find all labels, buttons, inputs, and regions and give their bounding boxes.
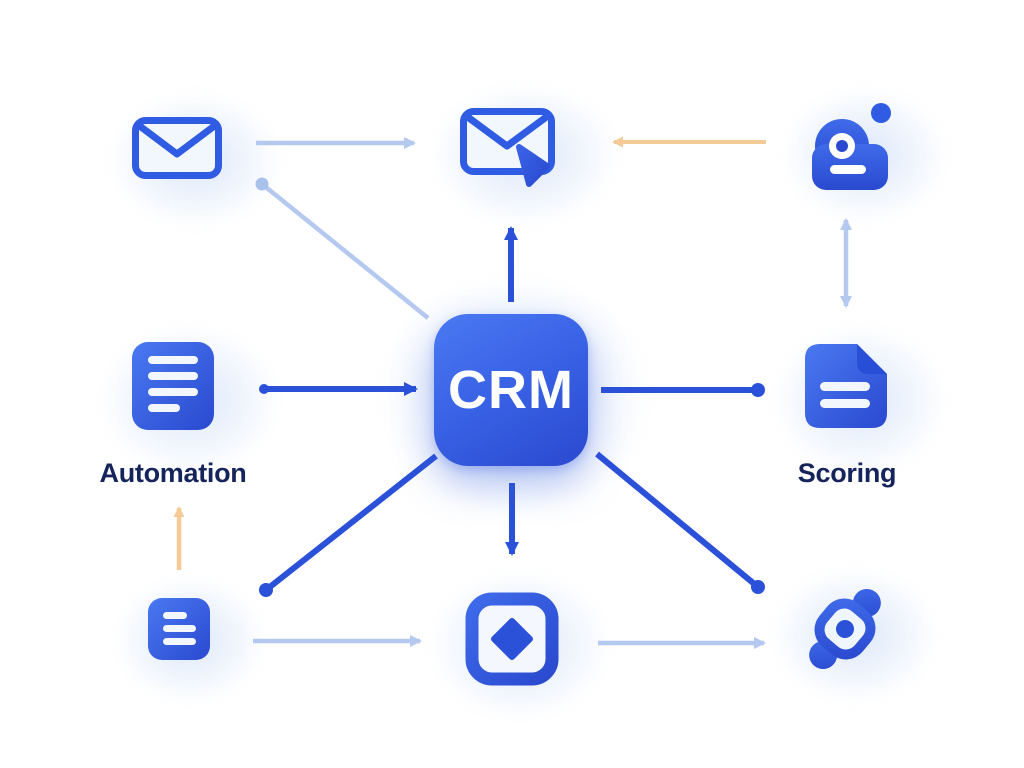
node-assistant-bot: [806, 100, 894, 192]
line-crm-to-notes: [259, 453, 438, 597]
document-corner-icon: [805, 344, 887, 428]
node-email-tagged: [459, 107, 559, 189]
node-task-select: [464, 591, 560, 687]
node-notes: [146, 596, 212, 662]
checkbox-diamond-icon: [465, 592, 559, 686]
notes-lines-icon: [148, 598, 210, 660]
scoring-label: Scoring: [797, 458, 897, 488]
line-email-outline-to-crm: [255, 177, 430, 320]
bot-camera-icon: [812, 103, 891, 190]
line-crm-to-eye: [595, 451, 765, 594]
envelope-tag-icon: [460, 108, 555, 187]
crm-hub-label: CRM: [448, 360, 574, 420]
eye-icon: [809, 588, 881, 670]
node-scoring: [800, 341, 890, 431]
crm-hub-node: CRM: [434, 314, 588, 466]
document-lines-icon: [132, 342, 214, 430]
node-automation: [130, 340, 216, 432]
envelope-icon: [132, 117, 222, 179]
automation-label: Automation: [99, 458, 247, 488]
node-tracking-eye: [801, 585, 889, 673]
node-email-outline: [131, 116, 223, 180]
